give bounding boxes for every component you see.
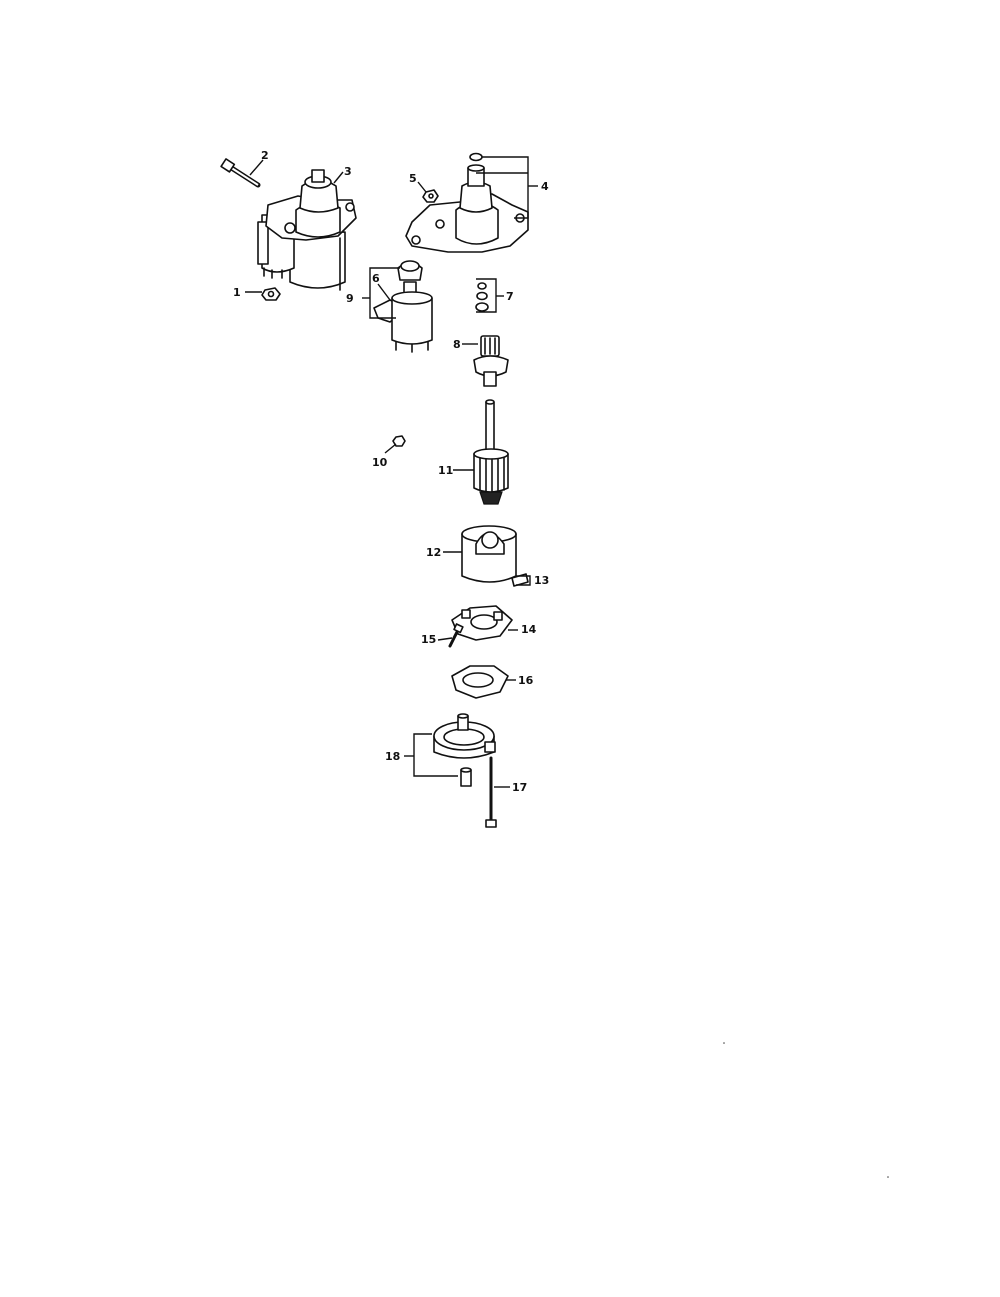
callout-13: 13 — [534, 574, 549, 587]
callout-labels: 1 2 3 4 5 6 7 8 9 10 11 12 13 14 15 16 1… — [233, 149, 549, 794]
callout-9: 9 — [346, 292, 354, 305]
part-4-drive-housing — [405, 152, 529, 253]
callout-2: 2 — [261, 149, 269, 162]
callout-7: 7 — [506, 290, 514, 303]
part-12-field-frame — [461, 525, 517, 583]
callout-4: 4 — [541, 180, 549, 193]
part-5-nut — [422, 189, 439, 203]
callout-17: 17 — [512, 781, 527, 794]
part-16-insulator-plate — [451, 665, 509, 699]
part-8-pinion-clutch — [473, 335, 509, 387]
part-9-solenoid — [391, 260, 433, 353]
part-10-nut — [392, 435, 406, 447]
callout-1: 1 — [233, 286, 241, 299]
callout-11: 11 — [438, 464, 453, 477]
callout-8: 8 — [453, 338, 461, 351]
callout-16: 16 — [518, 674, 534, 687]
callout-10: 10 — [372, 456, 388, 469]
part-18-end-cap — [433, 713, 496, 787]
part-11-armature — [473, 399, 509, 505]
part-15-screw — [448, 623, 464, 648]
part-7-washer-set — [475, 282, 489, 312]
part-2-bolt — [220, 158, 261, 188]
leader-lines — [245, 156, 538, 788]
callout-15: 15 — [421, 633, 436, 646]
part-17-through-bolt — [485, 756, 497, 828]
scan-speck — [723, 1042, 725, 1044]
part-1-nut — [261, 287, 281, 301]
callout-14: 14 — [521, 623, 537, 636]
callout-3: 3 — [344, 165, 352, 178]
callout-12: 12 — [426, 546, 441, 559]
callout-18: 18 — [385, 750, 400, 763]
scan-speck — [887, 1176, 889, 1178]
part-14-brush-holder — [451, 605, 513, 641]
callout-6: 6 — [372, 272, 380, 285]
part-3-starter-assembly — [257, 169, 357, 291]
callout-5: 5 — [409, 172, 417, 185]
